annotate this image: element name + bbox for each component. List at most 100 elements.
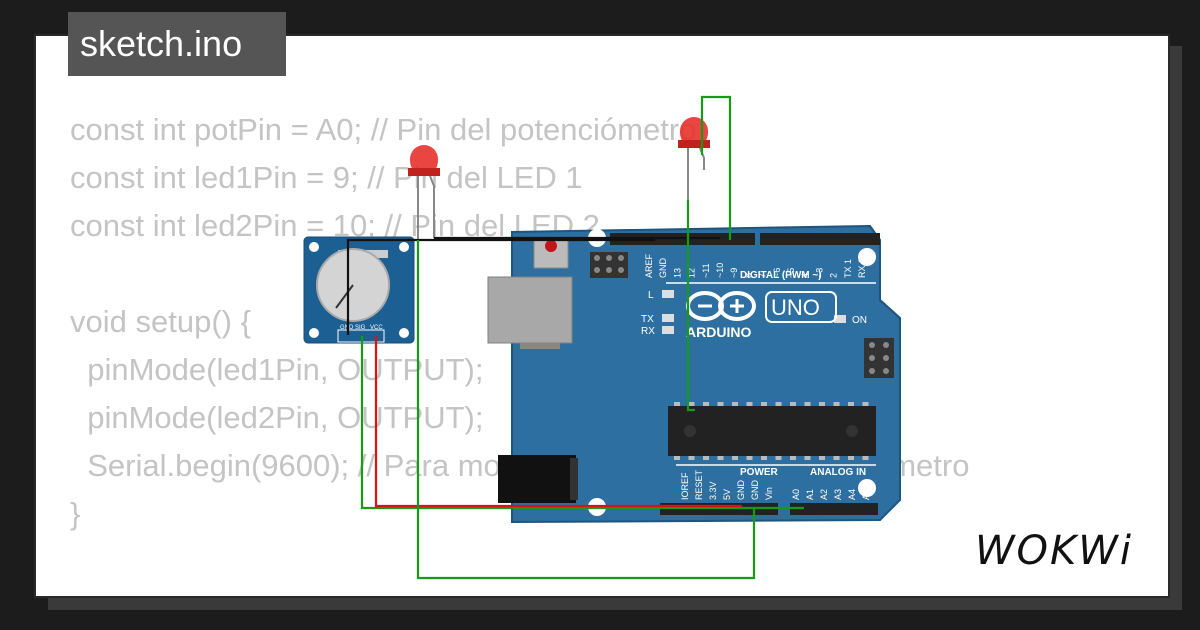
wire-led1-green[interactable] bbox=[416, 240, 756, 580]
file-title[interactable]: sketch.ino bbox=[68, 12, 286, 76]
pin-label: GND bbox=[750, 480, 760, 501]
led-on-indicator bbox=[834, 315, 846, 323]
chip-pin bbox=[862, 456, 869, 460]
digital-header-right bbox=[760, 233, 880, 245]
chip-pin bbox=[804, 402, 811, 406]
pin-label: ~5 bbox=[786, 268, 796, 278]
pin-label: A4 bbox=[847, 489, 857, 500]
power-label: POWER bbox=[740, 467, 779, 478]
chip-pin bbox=[761, 456, 767, 460]
pin-label: RX 0 bbox=[857, 258, 867, 278]
pin-label: A0 bbox=[791, 489, 801, 500]
pin-label: 3.3V bbox=[708, 481, 718, 500]
led-rx-indicator bbox=[662, 326, 674, 334]
wire-gnd-black[interactable] bbox=[346, 238, 655, 335]
chip-pin bbox=[688, 456, 695, 460]
microcontroller-chip bbox=[668, 406, 876, 456]
chip-pin bbox=[775, 456, 782, 460]
pin-label: RESET bbox=[694, 469, 704, 500]
led-l-indicator bbox=[662, 290, 674, 298]
pin-label: ~6 bbox=[772, 268, 782, 278]
pin-label: 2 bbox=[829, 273, 839, 278]
icsp-header bbox=[590, 252, 628, 278]
pot-pin-label: SIG bbox=[355, 325, 366, 331]
code-line[interactable]: void setup() { bbox=[70, 304, 251, 339]
chip-pin bbox=[746, 456, 753, 460]
chip-pin bbox=[746, 402, 753, 406]
chip-pin bbox=[703, 456, 709, 460]
led-on-label: ON bbox=[852, 315, 867, 326]
chip-pin bbox=[833, 456, 840, 460]
chip-pin bbox=[688, 402, 695, 406]
wire-sig-green[interactable] bbox=[360, 336, 804, 510]
power-pin-labels: IOREF RESET 3.3V 5V GND GND Vin bbox=[680, 469, 774, 500]
chip-pin bbox=[732, 456, 738, 460]
brand-label: ARDUINO bbox=[686, 324, 751, 340]
pin-label: A3 bbox=[833, 489, 843, 500]
led-2[interactable] bbox=[678, 117, 710, 200]
pin-label: ~10 bbox=[715, 263, 725, 278]
chip-pin bbox=[775, 402, 782, 406]
wire-vcc-red[interactable] bbox=[374, 336, 742, 508]
pin-label: IOREF bbox=[680, 472, 690, 500]
code-line[interactable]: void loop() { bbox=[70, 586, 969, 596]
pin-label: ~3 bbox=[814, 268, 824, 278]
pin-label: TX 1 bbox=[843, 259, 853, 278]
pot-pin-label: VCC bbox=[370, 325, 383, 331]
chip-pin bbox=[819, 456, 825, 460]
chip-pin bbox=[790, 402, 796, 406]
pin-label: ~11 bbox=[701, 263, 711, 278]
power-jack bbox=[498, 455, 576, 503]
mount-hole bbox=[858, 479, 876, 497]
pin-label: Vin bbox=[764, 487, 774, 500]
chip-pin bbox=[848, 402, 854, 406]
wire-led2-pin[interactable] bbox=[686, 200, 695, 412]
led-1[interactable] bbox=[408, 145, 440, 245]
wire-led2-green[interactable] bbox=[700, 95, 732, 240]
pin-label: 12 bbox=[687, 268, 697, 278]
code-line[interactable]: } bbox=[70, 496, 81, 531]
digital-label: DIGITAL (PWM ~) bbox=[740, 270, 822, 281]
led-rx-label: RX bbox=[641, 326, 655, 337]
model-label: UNO bbox=[771, 295, 820, 320]
pin-label: GND bbox=[658, 258, 668, 279]
chip-pin bbox=[833, 402, 840, 406]
wires[interactable] bbox=[346, 95, 804, 580]
code-line[interactable]: const int led1Pin = 9; // Pin del LED 1 bbox=[70, 160, 583, 195]
analog-header bbox=[790, 503, 878, 515]
chip-pin bbox=[717, 456, 724, 460]
pin-label: 13 bbox=[672, 268, 682, 278]
led-tx-label: TX bbox=[641, 314, 654, 325]
chip-pin bbox=[674, 456, 680, 460]
mount-hole bbox=[858, 248, 876, 266]
chip-pin bbox=[674, 402, 680, 406]
chip-pin bbox=[819, 402, 825, 406]
led-tx-indicator bbox=[662, 314, 674, 322]
usb-port bbox=[487, 276, 573, 344]
wokwi-logo: WOKWi bbox=[975, 528, 1133, 574]
pin-label: AREF bbox=[644, 253, 654, 278]
icsp-header bbox=[864, 338, 894, 378]
chip-pin bbox=[761, 402, 767, 406]
pin-label: 7 bbox=[758, 273, 768, 278]
chip-pin bbox=[790, 456, 796, 460]
pin-label: GND bbox=[736, 480, 746, 501]
chip-pin bbox=[848, 456, 854, 460]
chip-pin bbox=[862, 402, 869, 406]
code-line[interactable]: const int potPin = A0; // Pin del potenc… bbox=[70, 112, 697, 147]
pin-label: A1 bbox=[805, 489, 815, 500]
chip-pin bbox=[804, 456, 811, 460]
chip-pin bbox=[732, 402, 738, 406]
pin-label: 8 bbox=[743, 273, 753, 278]
pin-label: 5V bbox=[722, 489, 732, 500]
pin-label: A2 bbox=[819, 489, 829, 500]
chip-pin bbox=[703, 402, 709, 406]
chip-pin bbox=[717, 402, 724, 406]
pin-label: 4 bbox=[800, 273, 810, 278]
